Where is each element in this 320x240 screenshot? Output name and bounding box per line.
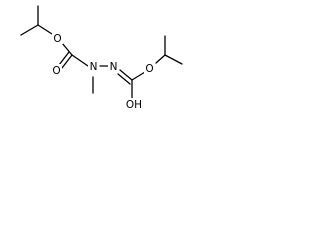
bond-o3-ch — [155, 54, 166, 64]
atom-label-ester-oxygen-1: O — [53, 33, 61, 45]
bond-n2-c2-a — [119, 69, 133, 81]
atom-label-ester-oxygen-2: O — [145, 63, 153, 75]
atom-label-carbonyl-oxygen: O — [52, 65, 60, 77]
atom-labels: O O N N O OH — [51, 32, 155, 111]
chemical-structure-diagram: O O N N O OH — [20, 5, 183, 111]
bond-ch-methyl-d — [164, 54, 183, 65]
bond-c1-o2-a — [61, 54, 73, 69]
bond-ch-o1 — [37, 24, 53, 35]
bond-c2-o3 — [131, 71, 146, 81]
atom-label-nitrogen-1: N — [90, 61, 98, 73]
bond-c1-n1 — [71, 54, 89, 67]
bond-c1-o2-b — [58, 51, 70, 66]
bond-o1-c1 — [61, 42, 73, 56]
atom-label-nitrogen-2: N — [110, 61, 118, 73]
bond-methyl-a-ch — [20, 24, 39, 36]
bond-lines — [20, 5, 183, 99]
atom-label-hydroxyl: OH — [126, 99, 142, 111]
bond-n2-c2-b — [117, 73, 131, 85]
